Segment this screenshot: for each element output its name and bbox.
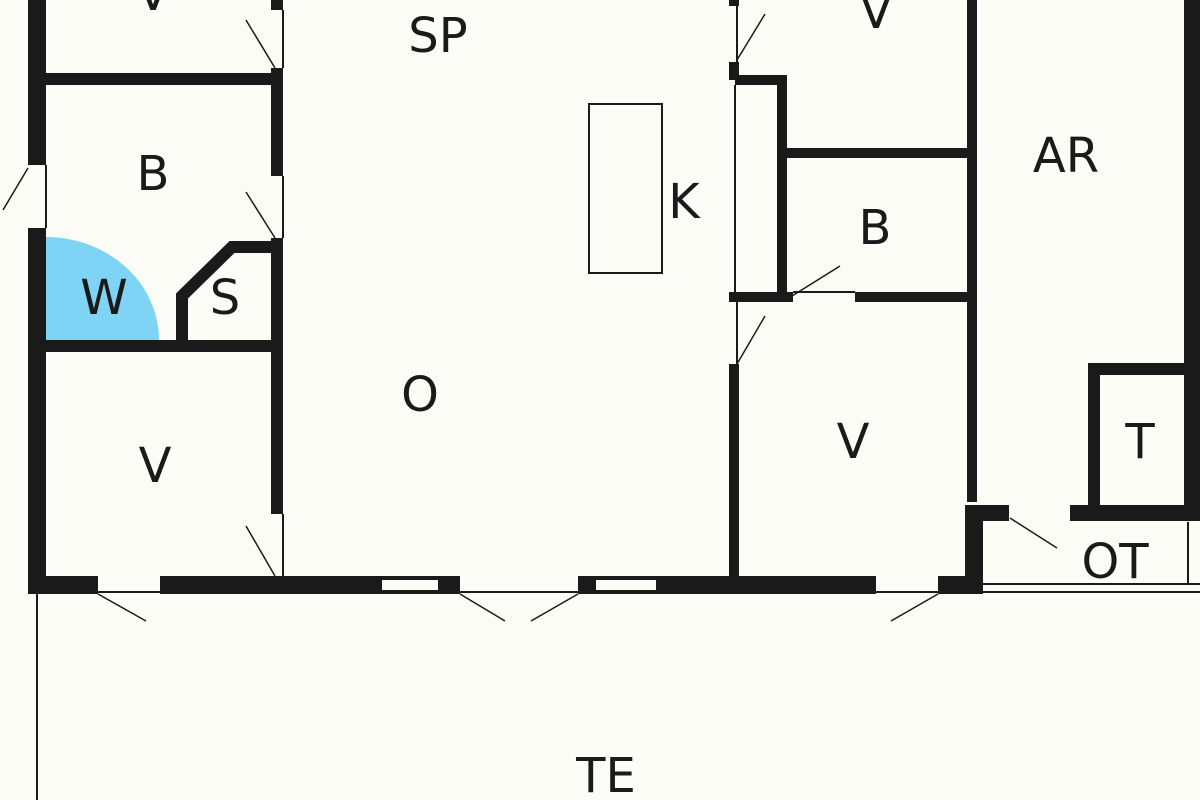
room-label-v-top-right: V	[860, 0, 893, 40]
storage-cupboard-wall	[176, 241, 276, 340]
room-label-v-bottom-right: V	[837, 414, 870, 470]
room-label-w: W	[80, 270, 127, 326]
room-label-k: K	[668, 174, 701, 230]
walls	[28, 0, 1200, 594]
room-label-b-left: B	[137, 146, 170, 202]
kitchen-counter	[588, 103, 663, 274]
door-swings	[2, 6, 1058, 622]
room-label-b-right: B	[859, 200, 892, 256]
shower-area	[46, 237, 159, 340]
room-label-v-top-left: V	[137, 0, 170, 22]
room-label-t: T	[1124, 414, 1155, 470]
room-label-s: S	[210, 270, 240, 326]
room-label-sp: SP	[408, 8, 467, 64]
room-label-te: TE	[575, 748, 636, 800]
room-label-v-bottom-left: V	[139, 438, 172, 494]
room-label-o: O	[401, 367, 439, 423]
room-label-ot: OT	[1081, 534, 1149, 590]
room-label-ar: AR	[1033, 128, 1099, 184]
